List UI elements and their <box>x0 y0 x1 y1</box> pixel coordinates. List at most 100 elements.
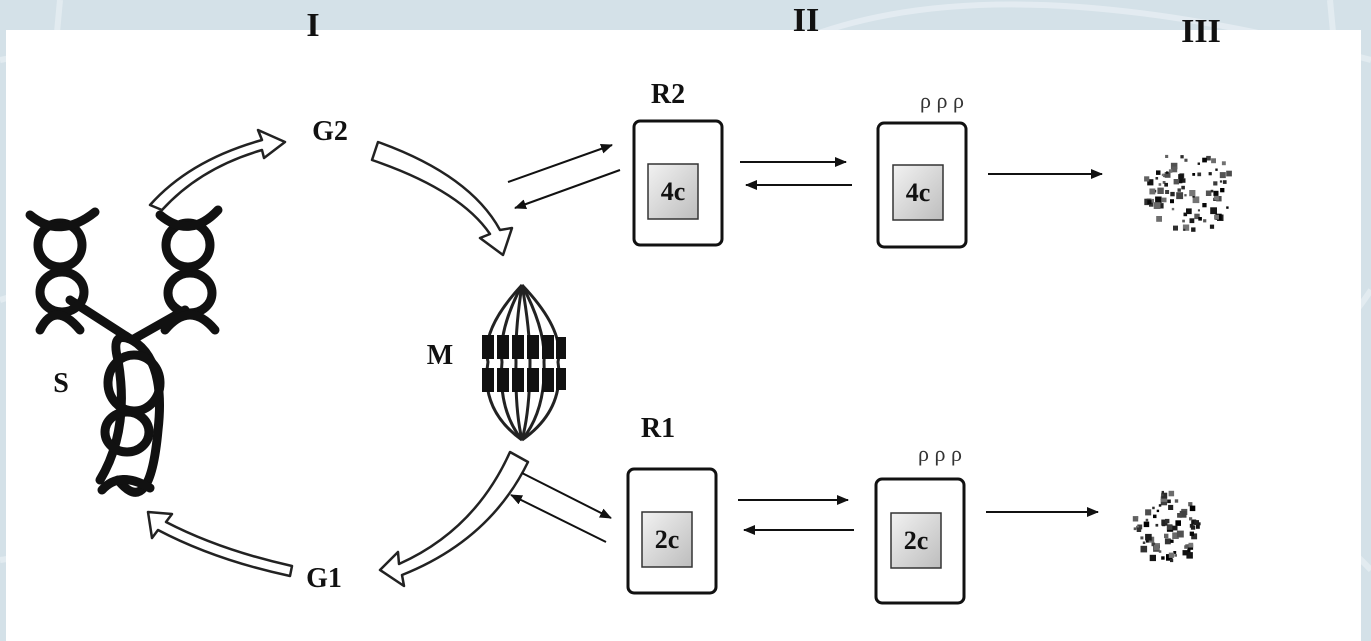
fragment-dot <box>1191 519 1197 525</box>
fragment-dot <box>1165 154 1169 158</box>
fragment-dot <box>1175 520 1181 526</box>
fragment-dot <box>1183 212 1188 217</box>
fragmented-nucleus-upper-icon <box>1144 154 1232 232</box>
fragment-dot <box>1160 495 1168 502</box>
column-ii-label: II <box>793 2 819 39</box>
phase-s-label: S <box>53 368 69 399</box>
fragment-dot <box>1161 197 1167 203</box>
arrow-s-to-g2 <box>148 128 287 212</box>
fragment-dot <box>1210 207 1217 215</box>
fragment-dot <box>1176 530 1184 538</box>
fragment-dot <box>1197 522 1201 526</box>
dna-content-lower-right: 2c <box>904 526 929 555</box>
fragment-dot <box>1176 192 1184 200</box>
fragment-dot <box>1178 174 1184 180</box>
fragment-dot <box>1222 180 1227 184</box>
fragment-dot <box>1213 181 1218 186</box>
fragment-dot <box>1137 524 1143 530</box>
dna-content-upper-left: 4c <box>661 177 686 206</box>
fragment-dot <box>1154 544 1160 551</box>
fragment-dot <box>1165 518 1170 524</box>
fragment-dot <box>1197 162 1200 165</box>
fragment-dot <box>1220 188 1225 193</box>
fragment-dot <box>1194 213 1200 220</box>
fragment-dot <box>1170 162 1178 170</box>
fragment-dot <box>1140 536 1144 540</box>
fragment-dot <box>1182 219 1185 223</box>
fragment-dot <box>1157 187 1164 194</box>
fragment-dot <box>1184 158 1188 162</box>
fragment-dot <box>1151 542 1156 547</box>
fragment-dot <box>1202 157 1207 163</box>
fragment-dot <box>1189 531 1194 536</box>
fragment-dot <box>1170 539 1174 543</box>
fragment-dot <box>1221 161 1226 166</box>
dna-box-upper-left <box>647 163 699 220</box>
fragment-dot <box>1168 504 1174 510</box>
dna-content-upper-right: 4c <box>906 178 931 207</box>
fragment-dot <box>1166 524 1173 530</box>
fragment-dot <box>1150 198 1154 203</box>
fragmented-nucleus-lower-icon <box>1132 490 1201 563</box>
fragment-dot <box>1135 516 1139 519</box>
fragment-dot <box>1152 506 1155 510</box>
fragment-dot <box>1226 206 1229 209</box>
fragment-dot <box>1181 178 1186 183</box>
fragment-dot <box>1162 181 1166 184</box>
fragment-dot <box>1158 504 1162 507</box>
fragment-dot <box>1155 523 1159 527</box>
fragment-dot <box>1226 170 1232 177</box>
fragment-dot <box>1147 179 1154 186</box>
fragment-dot <box>1172 532 1179 539</box>
fragment-dot <box>1178 179 1183 184</box>
fragment-dot <box>1149 554 1156 562</box>
fragment-dot <box>1156 170 1161 175</box>
fragment-dot <box>1145 509 1152 516</box>
fragment-dot <box>1167 499 1171 504</box>
fragment-dot <box>1189 517 1193 521</box>
fragment-dot <box>1161 173 1165 177</box>
fragment-dot <box>1184 194 1187 197</box>
fragment-dot <box>1186 208 1192 215</box>
dna-box-lower-right <box>890 512 942 569</box>
column-i-label: I <box>306 7 319 44</box>
fragment-dot <box>1158 550 1162 553</box>
fragment-dot <box>1155 177 1159 180</box>
fragment-dot <box>1191 227 1196 232</box>
fragment-dot <box>1170 558 1174 563</box>
fragment-dot <box>1145 518 1149 522</box>
fragment-dot <box>1173 551 1177 554</box>
fragment-dot <box>1208 172 1212 176</box>
fragment-dot <box>1168 490 1175 497</box>
fragment-dot <box>1171 207 1175 211</box>
fragment-dot <box>1197 209 1200 212</box>
fragment-dot <box>1164 538 1171 545</box>
fragment-dot <box>1190 525 1196 530</box>
dna-box-lower-left <box>641 511 693 568</box>
fragment-dot <box>1133 527 1137 531</box>
column-iii-label: III <box>1181 13 1221 50</box>
fragment-dot <box>1188 542 1194 548</box>
fragment-dot <box>1153 202 1161 209</box>
fragment-dot <box>1192 196 1200 204</box>
fragment-dot <box>1166 171 1169 174</box>
dna-box-upper-right <box>892 164 944 221</box>
fragment-dot <box>1213 195 1218 200</box>
fragment-dot <box>1211 158 1216 164</box>
fragment-dot <box>1160 498 1168 506</box>
fragment-dot <box>1205 190 1212 196</box>
fragment-dot <box>1170 199 1174 204</box>
fragment-dot <box>1202 203 1207 208</box>
fragment-dot <box>1192 195 1195 198</box>
fragment-dot <box>1219 172 1226 179</box>
fragment-dot <box>1149 202 1154 207</box>
fragment-dot <box>1189 218 1195 224</box>
fragment-dot <box>1194 520 1199 525</box>
mitotic-spindle-icon <box>482 283 566 442</box>
fragment-dot <box>1149 188 1156 195</box>
arrow-m-to-g1 <box>378 450 530 588</box>
fragment-dot <box>1161 492 1168 499</box>
fragment-dot <box>1156 216 1162 222</box>
fragment-dot <box>1158 203 1164 209</box>
fragment-dot <box>1165 190 1170 194</box>
